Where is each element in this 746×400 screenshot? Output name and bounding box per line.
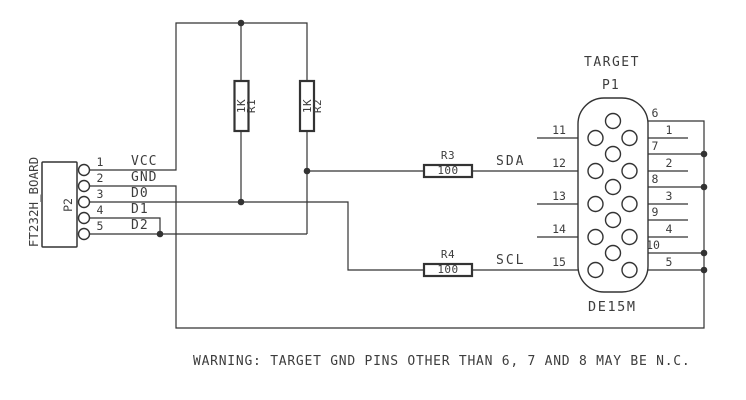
junction-dot (237, 198, 245, 206)
p1-pin6-circle (604, 112, 622, 130)
p1-pin7-number: 7 (651, 139, 659, 153)
p1-footprint-label: DE15M (588, 299, 637, 315)
r3-body (422, 163, 474, 179)
resistor-bodies (233, 79, 474, 278)
net-label-d0: D0 (131, 186, 149, 201)
r2-body (298, 79, 316, 133)
p1-pin9-circle (604, 211, 622, 229)
r3-ref-label: R3 (440, 149, 456, 162)
p1-pin9-number: 9 (651, 205, 659, 219)
net-label-d2: D2 (131, 218, 149, 233)
p1-pin1-circle (621, 129, 638, 147)
p2-pin4-circle (77, 211, 91, 225)
p1-pin8-circle (604, 178, 622, 196)
p1-pin-circles (587, 112, 638, 279)
p1-pin12-number: 12 (552, 156, 566, 170)
p2-ref-label: P2 (61, 198, 75, 212)
warning-note: WARNING: TARGET GND PINS OTHER THAN 6, 7… (193, 354, 691, 369)
p2-pin2-number: 2 (96, 171, 104, 185)
p1-pin15-number: 15 (552, 255, 566, 269)
p1-pin3-circle (621, 195, 638, 213)
p2-pin-circles (77, 163, 91, 241)
p1-pin5-circle (621, 261, 638, 279)
p1-pin2-number: 2 (665, 156, 673, 170)
p1-pin12-circle (587, 162, 604, 180)
wire-vcc-rail (84, 22, 308, 171)
junction-dot (700, 249, 708, 257)
p2-pin5-number: 5 (96, 219, 104, 233)
p1-pin4-circle (621, 228, 638, 246)
p1-pin3-number: 3 (665, 189, 673, 203)
p1-pin11-number: 11 (552, 123, 566, 137)
p1-pin14-number: 14 (552, 222, 566, 236)
junction-dot (700, 183, 708, 191)
net-label-d1: D1 (131, 202, 149, 217)
p1-pin2-circle (621, 162, 638, 180)
r4-ref-label: R4 (440, 248, 456, 261)
p1-pin11-circle (587, 129, 604, 147)
p1-pin1-number: 1 (665, 123, 673, 137)
junction-dot (303, 167, 311, 175)
junction-dot (700, 150, 708, 158)
net-label-sda: SDA (496, 154, 526, 169)
p1-pin13-circle (587, 195, 604, 213)
net-label-gnd: GND (131, 170, 158, 185)
p1-pin10-number: 10 (646, 238, 660, 252)
p1-pin5-number: 5 (665, 255, 673, 269)
r1-ref-label: R1 (245, 98, 258, 114)
p2-board-label: FT232H_BOARD (26, 156, 41, 248)
p2-pin2-circle (77, 179, 91, 193)
r4-body (422, 262, 474, 278)
p1-pin14-circle (587, 228, 604, 246)
wire-d0-to-r4 (84, 201, 424, 271)
junction-dot (156, 230, 164, 238)
r1-body (233, 79, 250, 133)
p1-pin8-number: 8 (651, 172, 659, 186)
junction-dot (700, 266, 708, 274)
junction-dots (156, 19, 708, 274)
p1-pin10-circle (604, 244, 622, 262)
p2-pin3-circle (77, 195, 91, 209)
wire-d1 (84, 217, 161, 234)
p1-pin15-circle (587, 261, 604, 279)
r2-ref-label: R2 (311, 98, 324, 114)
p1-ref-label: P1 (602, 78, 620, 93)
p2-connector-body (41, 161, 78, 248)
junction-dot (237, 19, 245, 27)
p2-pin1-number: 1 (96, 155, 104, 169)
p1-pin6-number: 6 (651, 106, 659, 120)
p1-pin4-number: 4 (665, 222, 673, 236)
net-label-scl: SCL (496, 253, 526, 268)
p1-pin7-circle (604, 145, 622, 163)
p2-pin1-circle (77, 163, 91, 177)
p2-pin5-circle (77, 227, 91, 241)
p2-pin4-number: 4 (96, 203, 104, 217)
r3-value-label: 100 (437, 164, 459, 177)
wire-gnd-bus (84, 120, 705, 329)
r4-value-label: 100 (437, 263, 459, 276)
p1-title-label: TARGET (584, 55, 640, 70)
p2-pin3-number: 3 (96, 187, 104, 201)
net-label-vcc: VCC (131, 154, 158, 169)
p1-pin13-number: 13 (552, 189, 566, 203)
